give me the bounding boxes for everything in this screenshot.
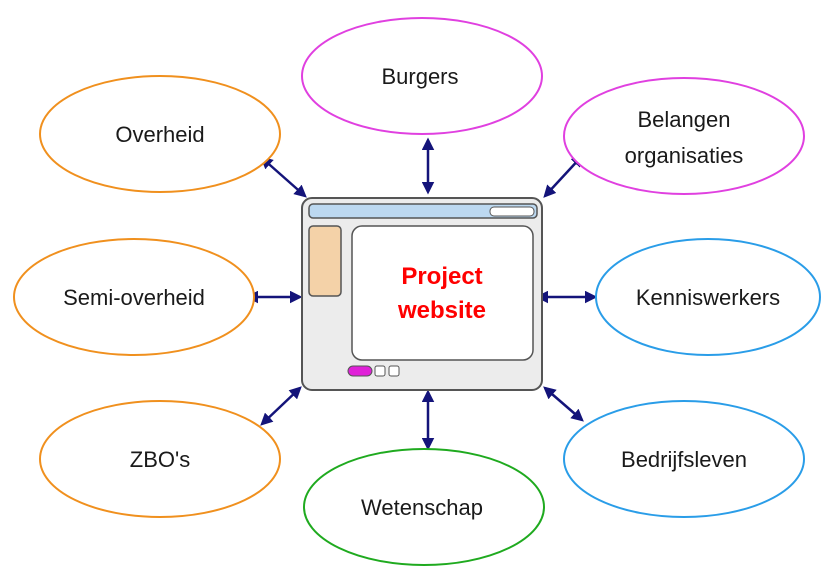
node-belangen-ellipse <box>563 77 805 195</box>
arrow-belangen <box>543 154 584 198</box>
node-burgers: Burgers <box>301 17 543 135</box>
website-window: Project website <box>301 197 543 391</box>
center-title-line2: website <box>397 297 486 324</box>
node-wetenschap: Wetenschap <box>303 448 545 566</box>
pager-active-dot <box>347 365 373 377</box>
node-overheid: Overheid <box>39 75 281 193</box>
node-overheid-ellipse <box>39 75 281 193</box>
connectors <box>245 137 598 451</box>
node-kenniswerkers-ellipse <box>595 238 821 356</box>
node-wetenschap-ellipse <box>303 448 545 566</box>
node-overheid-label: Overheid <box>115 122 204 147</box>
node-burgers-label: Burgers <box>381 64 458 89</box>
arrow-zbos <box>260 386 302 426</box>
node-zbos: ZBO's <box>39 400 281 518</box>
window-titlebar <box>308 203 538 219</box>
node-belangen-organisaties: Belangen organisaties <box>563 77 805 195</box>
node-belangen-label-line1: Belangen <box>638 107 731 132</box>
address-bar <box>489 206 535 217</box>
node-semi-overheid-ellipse <box>13 238 255 356</box>
node-burgers-ellipse <box>301 17 543 135</box>
pager-dot-3 <box>388 365 400 377</box>
arrow-overheid <box>260 156 307 198</box>
node-zbos-ellipse <box>39 400 281 518</box>
content-panel <box>351 225 534 361</box>
node-belangen-label-line2: organisaties <box>625 143 744 168</box>
node-semi-overheid-label: Semi-overheid <box>63 285 205 310</box>
pager-dot-2 <box>374 365 386 377</box>
node-wetenschap-label: Wetenschap <box>361 495 483 520</box>
node-bedrijfsleven-label: Bedrijfsleven <box>621 447 747 472</box>
node-kenniswerkers: Kenniswerkers <box>595 238 821 356</box>
node-zbos-label: ZBO's <box>130 447 190 472</box>
node-bedrijfsleven-ellipse <box>563 400 805 518</box>
center-title-line1: Project <box>401 263 482 290</box>
arrow-bedrijfsleven <box>543 386 584 422</box>
node-semi-overheid: Semi-overheid <box>13 238 255 356</box>
node-kenniswerkers-label: Kenniswerkers <box>636 285 780 310</box>
node-bedrijfsleven: Bedrijfsleven <box>563 400 805 518</box>
sidebar-panel <box>308 225 342 297</box>
